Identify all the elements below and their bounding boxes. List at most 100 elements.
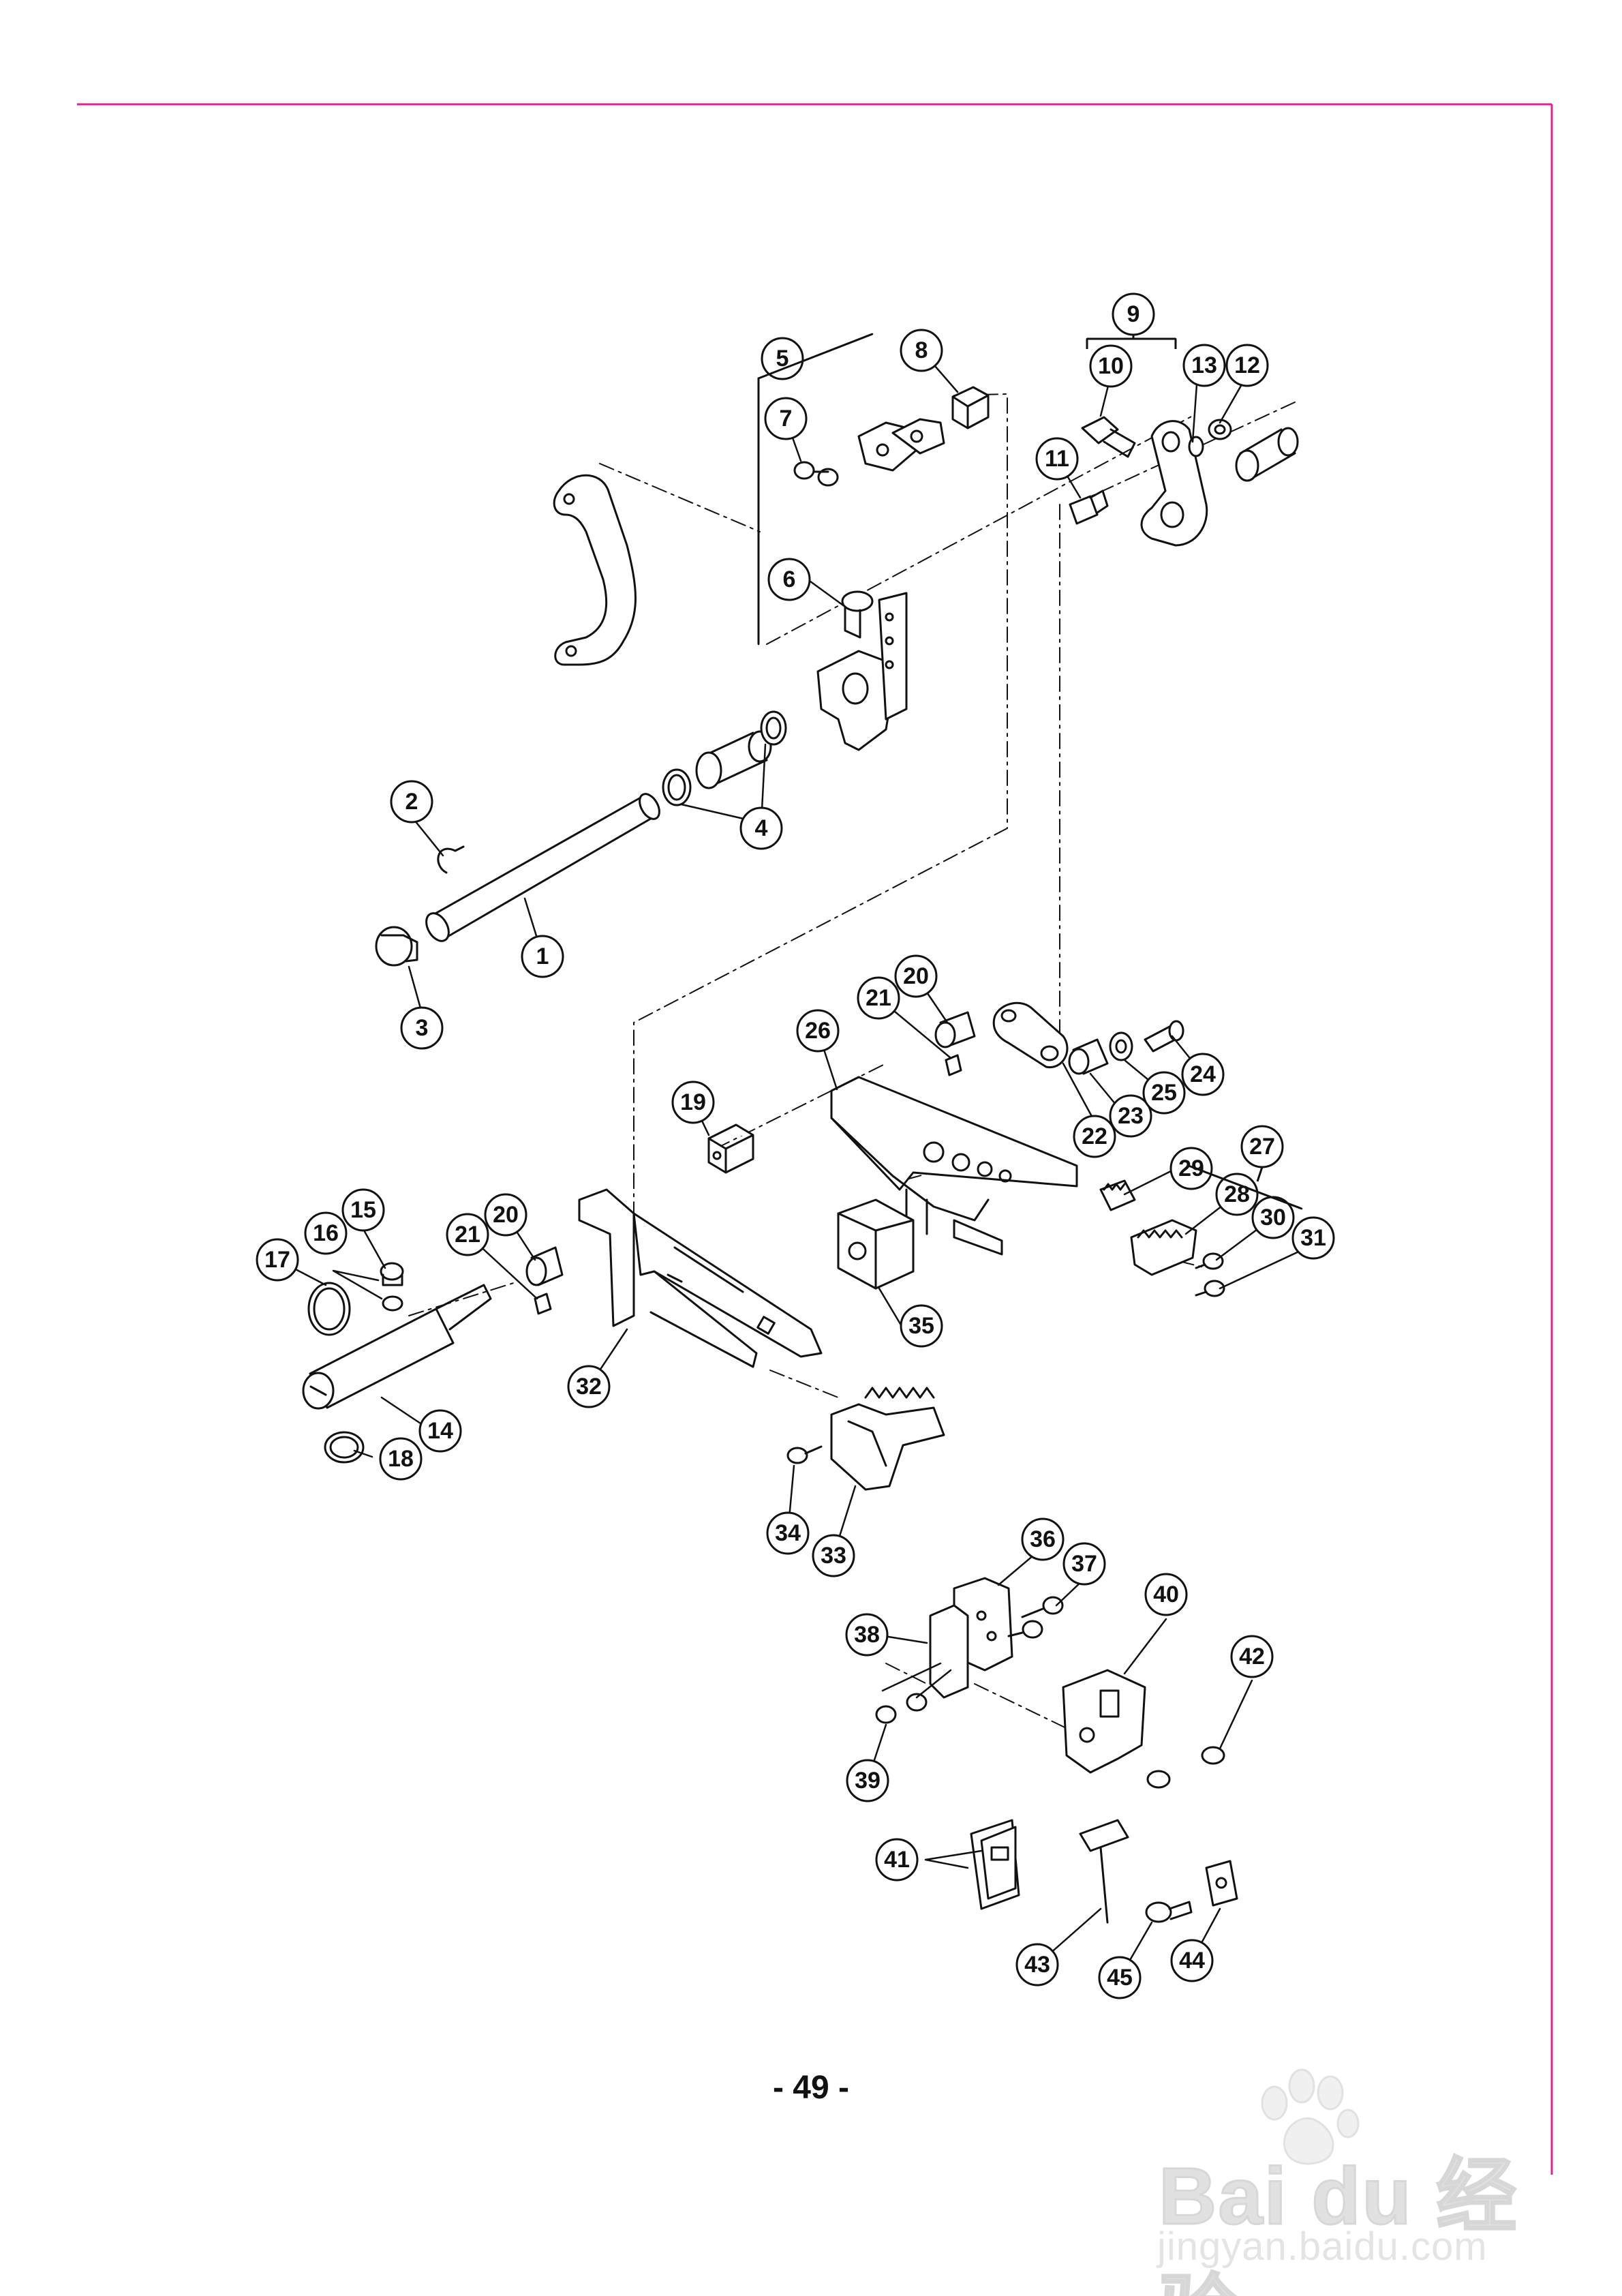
svg-text:17: 17 [264, 1247, 290, 1273]
svg-text:27: 27 [1249, 1134, 1275, 1160]
part-11-pin [1069, 489, 1109, 525]
svg-text:4: 4 [755, 815, 768, 841]
svg-text:20: 20 [903, 963, 929, 989]
callout-33: 33 [812, 1534, 855, 1577]
svg-text:18: 18 [388, 1446, 414, 1472]
part-30-screw [1195, 1252, 1224, 1270]
part-35-block [837, 1198, 915, 1290]
s-link-arm [553, 474, 637, 666]
svg-text:21: 21 [455, 1222, 480, 1248]
svg-text:36: 36 [1030, 1526, 1056, 1552]
svg-text:1: 1 [536, 943, 549, 969]
callout-7: 7 [764, 397, 808, 440]
part-20-collar [934, 1011, 976, 1048]
callout-15: 15 [341, 1188, 385, 1232]
svg-text:7: 7 [780, 406, 793, 432]
svg-text:25: 25 [1151, 1080, 1177, 1106]
callout-27: 27 [1240, 1125, 1284, 1168]
svg-text:31: 31 [1300, 1225, 1326, 1251]
part-32-feed-bar [578, 1188, 823, 1368]
svg-text:39: 39 [855, 1768, 881, 1794]
svg-text:29: 29 [1178, 1155, 1204, 1181]
svg-text:5: 5 [776, 346, 789, 372]
part-21b-set-screw [534, 1293, 552, 1315]
callout-36: 36 [1021, 1517, 1065, 1561]
callout-31: 31 [1291, 1216, 1335, 1260]
svg-text:40: 40 [1153, 1582, 1179, 1607]
svg-text:12: 12 [1234, 352, 1260, 378]
part-34-screw [786, 1445, 823, 1464]
part-7-screws [793, 461, 839, 487]
part-25-washer [1109, 1031, 1133, 1061]
svg-text:30: 30 [1260, 1205, 1286, 1230]
callout-30: 30 [1251, 1196, 1295, 1239]
callout-labels: 1 2 3 4 5 6 7 8 9 10 11 12 13 14 15 16 1… [256, 292, 1335, 1999]
svg-text:35: 35 [908, 1313, 934, 1339]
part-9-crank [1140, 420, 1299, 547]
group-brackets [757, 333, 1302, 1210]
baidu-jingyan-watermark: Bai du 经验 jingyan.baidu.com [1152, 2068, 1561, 2296]
svg-text:28: 28 [1224, 1181, 1250, 1207]
part-39-screws [875, 1693, 928, 1724]
callout-40: 40 [1144, 1573, 1188, 1616]
callout-19: 19 [671, 1081, 715, 1124]
callout-10: 10 [1089, 344, 1133, 388]
callout-2: 2 [390, 780, 433, 824]
callout-38: 38 [845, 1613, 889, 1657]
callout-18: 18 [379, 1437, 423, 1481]
callout-21: 21 [857, 976, 900, 1020]
svg-text:16: 16 [313, 1220, 339, 1246]
svg-text:11: 11 [1045, 446, 1069, 472]
watermark-brand: Bai du 经验 [1158, 2151, 1518, 2296]
part-40-plate [1062, 1669, 1146, 1774]
part-22-link [992, 1001, 1069, 1068]
callout-21b: 21 [446, 1213, 489, 1256]
part-33-bracket [830, 1387, 945, 1491]
svg-text:23: 23 [1118, 1103, 1144, 1129]
svg-text:8: 8 [915, 337, 928, 363]
part-3-cap [375, 926, 418, 967]
callout-17: 17 [256, 1238, 299, 1282]
part-14-cylinder [302, 1284, 492, 1410]
svg-text:15: 15 [350, 1197, 376, 1223]
callout-32: 32 [567, 1365, 611, 1408]
callout-28: 28 [1215, 1173, 1259, 1216]
part-5-assembly [816, 418, 945, 751]
svg-text:13: 13 [1191, 352, 1217, 378]
callout-45: 45 [1098, 1956, 1142, 1999]
svg-text:42: 42 [1239, 1644, 1265, 1670]
svg-text:24: 24 [1190, 1061, 1216, 1087]
svg-text:38: 38 [854, 1622, 880, 1648]
svg-text:37: 37 [1071, 1551, 1097, 1577]
part-17-ring [307, 1282, 351, 1336]
part-12-nut [1208, 419, 1232, 440]
svg-text:21: 21 [866, 985, 891, 1011]
svg-text:33: 33 [821, 1543, 846, 1569]
callout-25: 25 [1142, 1071, 1186, 1115]
part-6-screw [841, 590, 874, 639]
callout-5: 5 [761, 337, 804, 380]
callout-11: 11 [1035, 437, 1079, 481]
part-4-bushing [662, 710, 787, 806]
callout-43: 43 [1015, 1943, 1059, 1987]
svg-text:10: 10 [1098, 353, 1124, 379]
svg-text:20: 20 [493, 1202, 519, 1228]
part-24-screw [1144, 1020, 1184, 1053]
svg-text:32: 32 [576, 1374, 602, 1400]
page-number: - 49 - [772, 2070, 850, 2106]
part-18-oring [324, 1431, 365, 1464]
callout-13: 13 [1182, 344, 1226, 387]
callout-20b: 20 [484, 1193, 527, 1237]
svg-text:26: 26 [805, 1018, 831, 1044]
svg-text:41: 41 [884, 1847, 910, 1873]
callout-6: 6 [767, 558, 811, 601]
callout-26: 26 [796, 1009, 840, 1053]
part-13-washer [1188, 436, 1204, 457]
watermark-url: jingyan.baidu.com [1157, 2224, 1488, 2269]
callout-14: 14 [418, 1409, 462, 1453]
part-28-feed-dog [1130, 1219, 1197, 1276]
callout-20: 20 [894, 954, 938, 998]
callout-39: 39 [846, 1759, 889, 1802]
